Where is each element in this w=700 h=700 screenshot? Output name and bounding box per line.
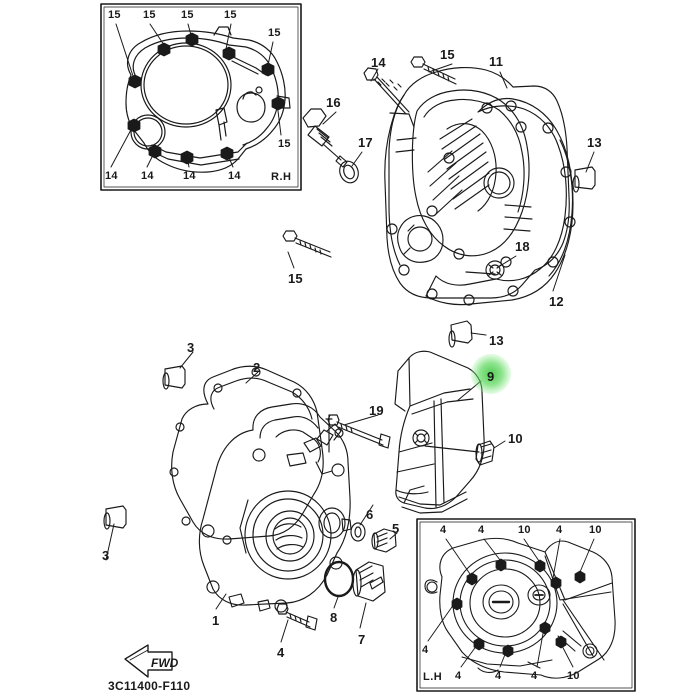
callout-10: 10 bbox=[518, 524, 531, 536]
callout-12: 12 bbox=[549, 294, 564, 309]
callout-4: 4 bbox=[455, 670, 462, 682]
callout-3: 3 bbox=[187, 340, 195, 355]
callout-15: 15 bbox=[440, 47, 455, 62]
callout-4: 4 bbox=[422, 644, 429, 656]
callout-4: 4 bbox=[531, 670, 538, 682]
callout-18: 18 bbox=[515, 239, 530, 254]
part-9-cover bbox=[394, 350, 506, 514]
callout-15: 15 bbox=[181, 9, 194, 21]
callout-15: 15 bbox=[224, 9, 237, 21]
callout-4: 4 bbox=[440, 524, 447, 536]
bolt-14 bbox=[363, 67, 410, 115]
callout-14: 14 bbox=[183, 170, 196, 182]
part-6-oring bbox=[350, 522, 366, 542]
callout-19: 19 bbox=[369, 403, 384, 418]
callout-11: 11 bbox=[489, 54, 504, 69]
rh-cover-artwork bbox=[110, 23, 291, 173]
callout-5: 5 bbox=[392, 521, 400, 536]
bolt-15-lower bbox=[282, 230, 332, 258]
callout-15: 15 bbox=[288, 271, 303, 286]
callout-10: 10 bbox=[589, 524, 602, 536]
part-3-dowel-upper bbox=[162, 365, 186, 390]
diagram-part-number: 3C11400-F110 bbox=[108, 679, 191, 693]
callout-13: 13 bbox=[489, 333, 504, 348]
part-7-cap bbox=[352, 561, 386, 602]
part-18-bearing bbox=[485, 260, 505, 280]
part-8-oring bbox=[323, 560, 355, 598]
lower-crankcase-assembly bbox=[103, 351, 398, 643]
part-17-oring bbox=[339, 160, 359, 184]
callout-4: 4 bbox=[277, 645, 285, 660]
upper-crankcase-assembly bbox=[282, 56, 596, 348]
fwd-arrow bbox=[124, 644, 173, 678]
callout-13: 13 bbox=[587, 135, 602, 150]
bolt-19 bbox=[327, 414, 391, 449]
part-5-plug bbox=[371, 528, 397, 553]
lh-cover-artwork bbox=[424, 537, 616, 679]
callout-14: 14 bbox=[228, 170, 241, 182]
callout-10: 10 bbox=[508, 431, 523, 446]
bolt-10 bbox=[424, 440, 495, 466]
part-13-dowel-right bbox=[572, 166, 596, 193]
callout-14: 14 bbox=[105, 170, 118, 182]
callout-14: 14 bbox=[371, 55, 386, 70]
bolt-4 bbox=[276, 603, 318, 631]
part-9-bolt-boss bbox=[412, 429, 430, 447]
callout-9: 9 bbox=[487, 369, 495, 384]
callout-15: 15 bbox=[278, 138, 291, 150]
callout-17: 17 bbox=[358, 135, 373, 150]
callout-6: 6 bbox=[366, 507, 374, 522]
inset-lh-label: L.H bbox=[423, 671, 443, 683]
part-3-dowel-lower bbox=[103, 505, 127, 530]
inset-rh-label: R.H bbox=[271, 171, 292, 183]
callout-10: 10 bbox=[567, 670, 580, 682]
callout-4: 4 bbox=[495, 670, 502, 682]
callout-8: 8 bbox=[330, 610, 338, 625]
callout-4: 4 bbox=[478, 524, 485, 536]
callout-7: 7 bbox=[358, 632, 366, 647]
callout-15: 15 bbox=[268, 27, 281, 39]
callout-2: 2 bbox=[253, 360, 261, 375]
bolt-15-upper bbox=[410, 56, 457, 85]
callout-15: 15 bbox=[108, 9, 121, 21]
callout-1: 1 bbox=[212, 613, 220, 628]
callout-14: 14 bbox=[141, 170, 154, 182]
callout-15: 15 bbox=[143, 9, 156, 21]
part-13-dowel-bottom bbox=[448, 320, 473, 348]
callout-4: 4 bbox=[556, 524, 563, 536]
callout-3: 3 bbox=[102, 548, 110, 563]
fwd-arrow-label: FWD bbox=[151, 656, 179, 670]
part-16-plug bbox=[302, 108, 348, 168]
callout-16: 16 bbox=[326, 95, 341, 110]
inset-rh-frame bbox=[100, 3, 302, 191]
